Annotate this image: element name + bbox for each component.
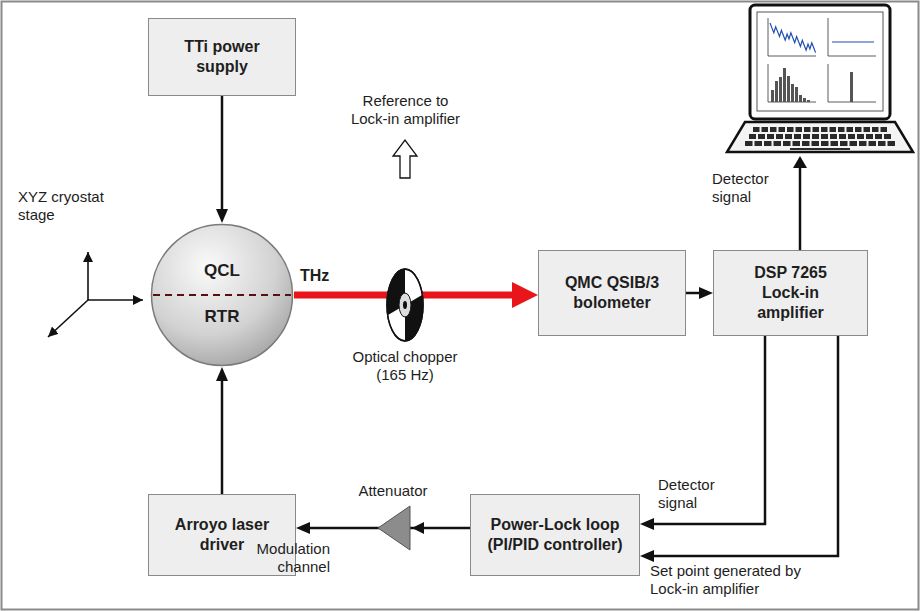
laptop-icon [727,5,913,152]
xyz-axes [48,252,143,337]
annotation-label: Optical chopper (165 Hz) [345,348,465,384]
optical-chopper [387,269,423,341]
annotation-label: Reference to Lock-in amplifier [343,92,468,128]
process-box: Power-Lock loop (PI/PID controller) [470,494,640,576]
screen-plots [768,18,876,102]
process-box: QMC QSIB/3 bolometer [538,250,686,336]
box-label: DSP 7265 Lock-in amplifier [741,263,841,323]
chip-outline [150,223,294,367]
chip-label: RTR [150,307,294,327]
annotation-label: XYZ cryostat stage [18,188,128,224]
arrow-head [793,156,807,168]
box-label: TTi power supply [176,37,268,77]
signal-wire [221,96,224,209]
laser-chip-circle: QCL RTR [150,223,294,367]
connector-label: Set point generated by Lock-in amplifier [650,562,840,598]
connector-label: THz [300,266,360,285]
box-label: QMC QSIB/3 bolometer [556,273,668,313]
process-box: DSP 7265 Lock-in amplifier [713,250,868,336]
signal-wire [686,292,699,295]
signal-wire [654,336,838,556]
annotation-label: Detector signal [712,170,792,206]
attenuator-symbol [378,506,410,550]
process-box: Arroyo laser driver [148,494,296,576]
signal-wire [799,168,802,250]
signal-wire [654,336,765,524]
keyboard [745,127,895,150]
connector-label: Detector signal [658,476,738,512]
annotation-label: Attenuator [348,482,438,500]
reference-arrow [393,140,417,178]
process-box: TTi power supply [148,18,296,96]
box-label: Power-Lock loop (PI/PID controller) [479,515,631,555]
connector-label: Modulation channel [240,540,330,576]
chip-label: QCL [150,261,294,281]
arrow-head [412,522,424,534]
signal-wire [221,381,224,494]
